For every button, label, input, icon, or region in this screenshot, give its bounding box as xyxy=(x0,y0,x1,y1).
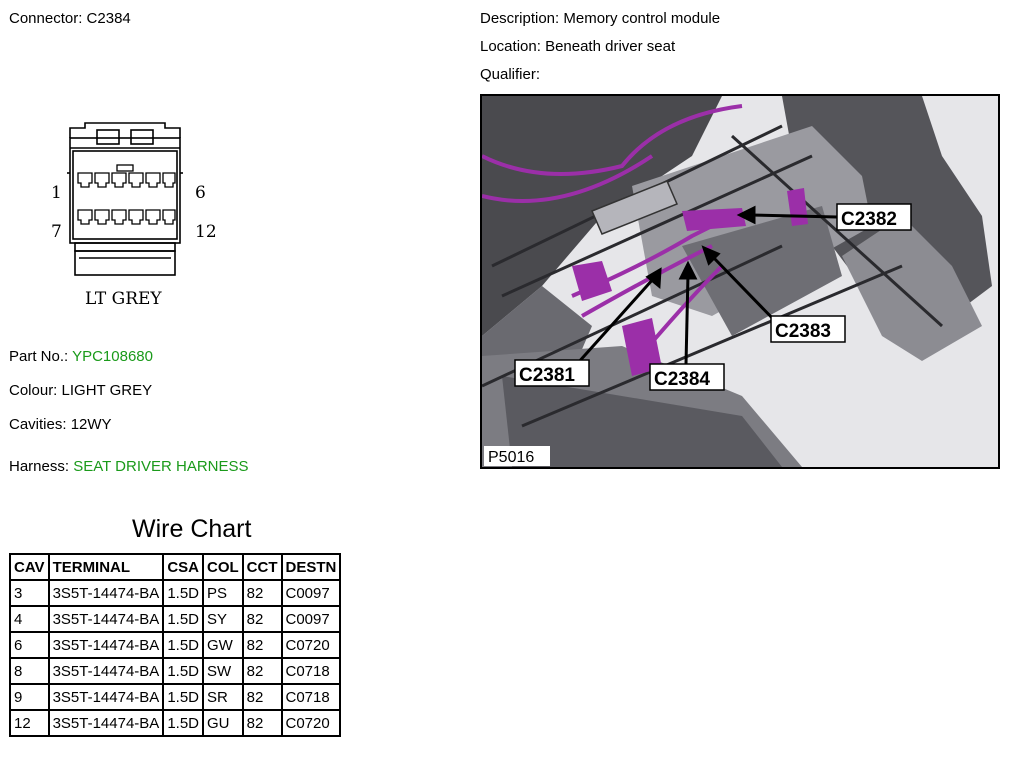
location-value: Beneath driver seat xyxy=(545,38,676,55)
cell-cct: 82 xyxy=(241,631,283,659)
header-terminal: TERMINAL xyxy=(47,553,165,581)
table-row: 6 3S5T-14474-BA 1.5D GW 82 C0720 xyxy=(9,631,342,659)
harness-field: Harness: SEAT DRIVER HARNESS xyxy=(9,458,249,475)
header-col: COL xyxy=(202,553,244,581)
cell-destn: C0718 xyxy=(280,683,342,711)
cell-cav: 9 xyxy=(9,683,50,711)
colour-label: Colour: xyxy=(9,382,58,399)
cell-cct: 82 xyxy=(241,709,283,737)
cell-csa: 1.5D xyxy=(162,579,204,607)
pin-label-7: 7 xyxy=(51,222,62,242)
cell-col: PS xyxy=(202,579,244,607)
location-photo: C2382 C2383 C2381 C2384 P5016 xyxy=(480,94,1000,469)
location-label: Location: xyxy=(480,38,541,55)
cell-cav: 6 xyxy=(9,631,50,659)
drawing-colour-label: LT GREY xyxy=(85,289,162,309)
part-no-link[interactable]: YPC108680 xyxy=(72,348,153,365)
wire-chart-title: Wire Chart xyxy=(132,515,252,543)
qualifier-field: Qualifier: xyxy=(480,66,540,83)
cell-cav: 4 xyxy=(9,605,50,633)
table-row: 12 3S5T-14474-BA 1.5D GU 82 C0720 xyxy=(9,709,342,737)
cell-col: SY xyxy=(202,605,244,633)
cavities-value: 12WY xyxy=(70,416,112,433)
callout-c2383: C2383 xyxy=(775,321,831,342)
description-value: Memory control module xyxy=(563,10,721,27)
connector-label: Connector: xyxy=(9,10,83,27)
cell-terminal: 3S5T-14474-BA xyxy=(47,709,165,737)
location-field: Location: Beneath driver seat xyxy=(480,38,675,55)
table-row: 4 3S5T-14474-BA 1.5D SY 82 C0097 xyxy=(9,605,342,633)
cell-cav: 12 xyxy=(9,709,50,737)
cell-destn: C0097 xyxy=(280,605,342,633)
cell-cav: 3 xyxy=(9,579,50,607)
cell-cav: 8 xyxy=(9,657,50,685)
cell-col: SR xyxy=(202,683,244,711)
harness-label: Harness: xyxy=(9,458,70,475)
photo-ref: P5016 xyxy=(488,449,534,466)
cell-cct: 82 xyxy=(241,605,283,633)
cell-destn: C0718 xyxy=(280,657,342,685)
connector-face-drawing: 1 6 7 12 LT GREY xyxy=(51,122,217,309)
description-label: Description: xyxy=(480,10,560,27)
callout-c2384: C2384 xyxy=(654,369,710,390)
connector-field: Connector: C2384 xyxy=(9,10,131,27)
cell-terminal: 3S5T-14474-BA xyxy=(47,683,165,711)
cell-destn: C0720 xyxy=(280,709,342,737)
connector-value: C2384 xyxy=(86,10,131,27)
header-csa: CSA xyxy=(162,553,204,581)
qualifier-label: Qualifier: xyxy=(480,66,541,83)
cell-terminal: 3S5T-14474-BA xyxy=(47,605,165,633)
cavities-field: Cavities: 12WY xyxy=(9,416,112,433)
cell-csa: 1.5D xyxy=(162,605,204,633)
wire-chart-header-row: CAV TERMINAL CSA COL CCT DESTN xyxy=(9,553,342,581)
harness-link[interactable]: SEAT DRIVER HARNESS xyxy=(73,458,249,475)
cell-terminal: 3S5T-14474-BA xyxy=(47,657,165,685)
table-row: 3 3S5T-14474-BA 1.5D PS 82 C0097 xyxy=(9,579,342,607)
part-no-field: Part No.: YPC108680 xyxy=(9,348,153,365)
table-row: 9 3S5T-14474-BA 1.5D SR 82 C0718 xyxy=(9,683,342,711)
cell-terminal: 3S5T-14474-BA xyxy=(47,579,165,607)
header-destn: DESTN xyxy=(280,553,342,581)
cavities-label: Cavities: xyxy=(9,416,67,433)
wire-chart-table: CAV TERMINAL CSA COL CCT DESTN 3 3S5T-14… xyxy=(9,553,342,737)
table-row: 8 3S5T-14474-BA 1.5D SW 82 C0718 xyxy=(9,657,342,685)
description-field: Description: Memory control module xyxy=(480,10,720,27)
part-no-label: Part No.: xyxy=(9,348,69,365)
cell-cct: 82 xyxy=(241,657,283,685)
cell-csa: 1.5D xyxy=(162,683,204,711)
cell-cct: 82 xyxy=(241,683,283,711)
header-cav: CAV xyxy=(9,553,50,581)
callout-c2381: C2381 xyxy=(519,365,575,386)
cell-terminal: 3S5T-14474-BA xyxy=(47,631,165,659)
pin-label-12: 12 xyxy=(195,222,217,242)
cell-col: SW xyxy=(202,657,244,685)
colour-field: Colour: LIGHT GREY xyxy=(9,382,152,399)
colour-value: LIGHT GREY xyxy=(61,382,153,399)
pin-label-1: 1 xyxy=(51,183,62,203)
header-cct: CCT xyxy=(241,553,283,581)
pin-label-6: 6 xyxy=(195,183,206,203)
cell-destn: C0720 xyxy=(280,631,342,659)
callout-c2382: C2382 xyxy=(841,209,897,230)
cell-csa: 1.5D xyxy=(162,709,204,737)
cell-col: GW xyxy=(202,631,244,659)
cell-destn: C0097 xyxy=(280,579,342,607)
cell-csa: 1.5D xyxy=(162,657,204,685)
cell-csa: 1.5D xyxy=(162,631,204,659)
cell-col: GU xyxy=(202,709,244,737)
cell-cct: 82 xyxy=(241,579,283,607)
